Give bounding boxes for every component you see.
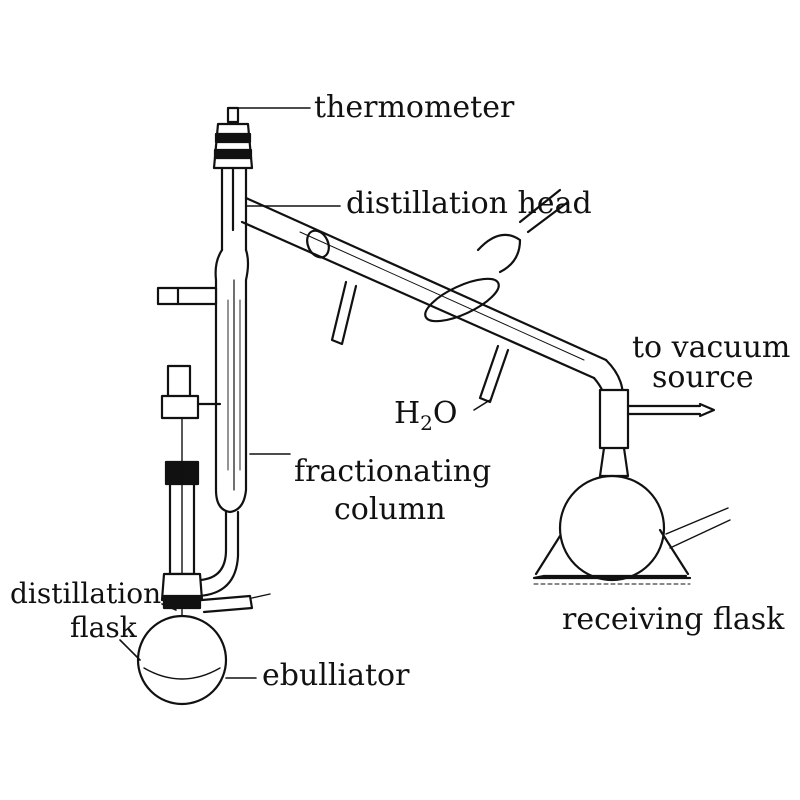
- thermometer-label: thermometer: [314, 90, 515, 125]
- column-label-line2: column: [334, 492, 446, 527]
- water-subscript: 2: [420, 411, 433, 435]
- vacuum-adapter: [598, 388, 716, 478]
- distillation-flask-label-line1: distillation: [10, 577, 162, 610]
- ebulliator-label: ebulliator: [262, 658, 410, 693]
- receiving-flask: [532, 474, 731, 585]
- condenser: [240, 188, 624, 422]
- ebulliator-assembly: [160, 364, 271, 661]
- water-label: H2O: [394, 398, 458, 439]
- column-label-line1: fractionating: [294, 454, 492, 489]
- receiving-flask-label: receiving flask: [562, 602, 785, 637]
- water-h: H: [394, 396, 421, 431]
- fractionating-column: [156, 166, 250, 598]
- vacuum-label-line1: to vacuum: [632, 330, 791, 365]
- vacuum-label-line2: source: [652, 360, 754, 395]
- water-o: O: [432, 396, 458, 431]
- distillation-flask: [136, 614, 228, 706]
- distillation-flask-label-line2: flask: [70, 611, 137, 644]
- distillation-head-label: distillation head: [346, 186, 592, 221]
- leader-lines: [119, 107, 491, 679]
- thermometer-stopper: [212, 106, 254, 232]
